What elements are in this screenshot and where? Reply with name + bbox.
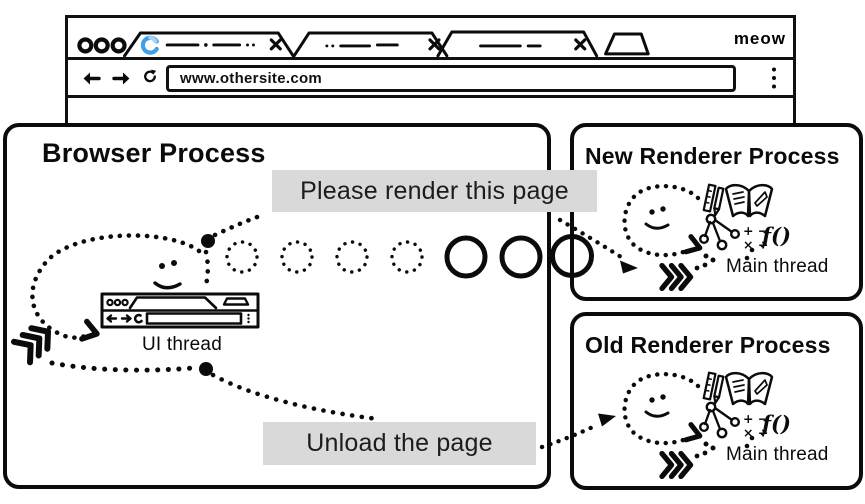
tab-1[interactable] [123,31,295,57]
main-thread-label-new: Main thread [726,256,829,277]
url-field-frame [166,65,744,92]
forward-arrow-icon [112,72,130,85]
back-arrow-icon [83,72,101,85]
tab-bar [77,30,650,57]
reload-button[interactable] [140,69,160,84]
url-input[interactable] [169,68,744,89]
browser-process-title: Browser Process [42,138,266,168]
tab-title-placeholder-squiggle [165,43,255,47]
kebab-menu-button[interactable] [771,66,777,92]
tab-title-placeholder-squiggle [325,43,399,48]
tab-close-icon[interactable] [428,38,441,51]
forward-button[interactable] [111,71,131,86]
main-thread-label-old: Main thread [726,444,829,465]
tab-3[interactable] [436,30,599,57]
browser-window: meow [65,15,796,123]
traffic-light-close-button[interactable] [77,37,94,54]
ui-thread-label: UI thread [142,334,222,355]
message-unload: Unload the page [263,422,536,465]
brand-meow: meow [733,29,786,48]
kebab-menu-icon [772,67,776,89]
address-bar-row [68,57,793,98]
new-tab-button[interactable] [604,32,650,56]
back-button[interactable] [82,71,102,86]
tab-close-icon[interactable] [574,38,587,51]
traffic-light-minimize-button[interactable] [93,37,110,54]
old-renderer-process-title: Old Renderer Process [585,332,831,358]
loading-spinner-icon [140,35,159,55]
reload-icon [144,69,157,83]
new-renderer-process-title: New Renderer Process [585,143,840,169]
tab-2[interactable] [292,31,449,57]
traffic-light-maximize-button[interactable] [110,37,127,54]
tab-close-icon[interactable] [269,38,282,51]
message-please-render: Please render this page [272,170,597,212]
